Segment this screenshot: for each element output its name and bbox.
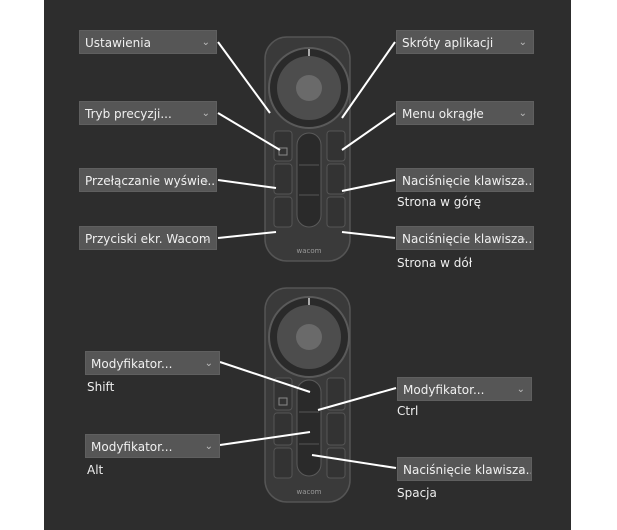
dropdown-label: Skróty aplikacji [402,36,494,50]
remote-device-bottom: wacom [264,287,351,503]
dropdown-nacisniecie-klawisza-2[interactable]: Naciśnięcie klawisza... ⌄ [396,226,534,250]
connector-lines-bottom [219,361,397,469]
chevron-down-icon: ⌄ [516,464,525,475]
chevron-down-icon: ⌄ [201,233,210,244]
dropdown-label: Naciśnięcie klawisza... [402,232,534,246]
assigned-key-label: Spacja [397,486,437,500]
dropdown-label: Przyciski ekr. Wacom [85,232,211,246]
assigned-key-label: Ctrl [397,404,419,418]
chevron-down-icon: ⌄ [518,108,527,119]
dropdown-label: Modyfikator... [91,357,173,371]
assigned-key-label: Shift [87,380,115,394]
connector-lines-top [217,41,396,239]
chevron-down-icon: ⌄ [201,175,210,186]
chevron-down-icon: ⌄ [204,358,213,369]
remote-device-top: wacom [264,36,351,262]
chevron-down-icon: ⌄ [518,175,527,186]
assigned-key-label: Strona w górę [397,195,482,209]
dropdown-modyfikator-ctrl[interactable]: Modyfikator... ⌄ [397,377,532,401]
brand-logo-top: wacom [297,247,322,255]
dropdown-nacisniecie-klawisza-3[interactable]: Naciśnięcie klawisza... ⌄ [397,457,532,481]
dropdown-przyciski-ekr[interactable]: Przyciski ekr. Wacom ⌄ [79,226,217,250]
dropdown-nacisniecie-klawisza-1[interactable]: Naciśnięcie klawisza... ⌄ [396,168,534,192]
brand-logo-bottom: wacom [297,488,322,496]
dropdown-label: Ustawienia [85,36,151,50]
dropdown-tryb-precyzji[interactable]: Tryb precyzji... ⌄ [79,101,217,125]
dropdown-menu-okragle[interactable]: Menu okrągłe ⌄ [396,101,534,125]
chevron-down-icon: ⌄ [204,441,213,452]
assigned-key-label: Alt [87,463,104,477]
dropdown-label: Przełączanie wyświe... [85,174,217,188]
dropdown-label: Modyfikator... [91,440,173,454]
dropdown-modyfikator-shift[interactable]: Modyfikator... ⌄ [85,351,220,375]
dropdown-label: Naciśnięcie klawisza... [402,174,534,188]
dropdown-label: Menu okrągłe [402,107,484,121]
chevron-down-icon: ⌄ [518,233,527,244]
dropdown-modyfikator-alt[interactable]: Modyfikator... ⌄ [85,434,220,458]
chevron-down-icon: ⌄ [201,37,210,48]
dropdown-ustawienia[interactable]: Ustawienia ⌄ [79,30,217,54]
dropdown-label: Modyfikator... [403,383,485,397]
chevron-down-icon: ⌄ [516,384,525,395]
chevron-down-icon: ⌄ [201,108,210,119]
assigned-key-label: Strona w dół [397,256,473,270]
dropdown-skroty-aplikacji[interactable]: Skróty aplikacji ⌄ [396,30,534,54]
dropdown-label: Tryb precyzji... [85,107,172,121]
chevron-down-icon: ⌄ [518,37,527,48]
dropdown-label: Naciśnięcie klawisza... [403,463,532,477]
dropdown-przelaczanie[interactable]: Przełączanie wyświe... ⌄ [79,168,217,192]
